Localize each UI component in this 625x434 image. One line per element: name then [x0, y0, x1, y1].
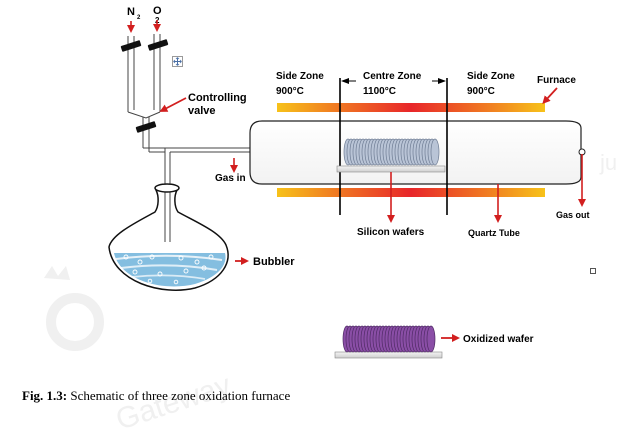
figure-caption-text: Schematic of three zone oxidation furnac… — [67, 388, 291, 403]
silicon-wafer-stack — [343, 138, 440, 166]
side-zone-left-temp: 900°C — [276, 86, 304, 97]
furnace-label: Furnace — [537, 75, 576, 86]
controlling-valve-label-line1: Controlling — [188, 92, 247, 104]
centre-zone-left-arrowhead — [341, 78, 349, 84]
silicon-wafer — [430, 138, 440, 166]
silicon-wafers-label: Silicon wafers — [357, 227, 425, 238]
heater-band-bottom — [277, 188, 545, 197]
n2-valve-icon[interactable] — [120, 40, 142, 52]
gas-in-label: Gas in — [215, 173, 246, 184]
oxidized-wafer — [426, 325, 436, 353]
furnace-arrow — [542, 87, 558, 104]
resize-handle-icon[interactable] — [590, 268, 596, 274]
heater-band-top — [277, 103, 545, 112]
oxidized-wafer-boat — [334, 351, 443, 359]
centre-zone-right-arrowhead — [438, 78, 446, 84]
figure-caption: Fig. 1.3: Schematic of three zone oxidat… — [22, 388, 290, 404]
o2-valve-icon[interactable] — [147, 39, 169, 51]
side-zone-right-temp: 900°C — [467, 86, 495, 97]
centre-zone-temp: 1100°C — [363, 86, 396, 97]
bubbler-flask — [108, 183, 229, 291]
oxidized-wafer-label: Oxidized wafer — [463, 334, 534, 345]
gas-n-subscript: 2 — [137, 15, 141, 21]
figure-number: Fig. 1.3: — [22, 388, 68, 403]
controlling-valve-label-line2: valve — [188, 105, 216, 117]
gas-out-label: Gas out — [556, 210, 590, 220]
side-zone-left-label: Side Zone — [276, 71, 324, 82]
controlling-valve-arrow — [159, 97, 187, 112]
bubbler-label: Bubbler — [253, 256, 295, 268]
oxidized-wafer-stack — [342, 325, 436, 353]
svg-text:ju: ju — [599, 150, 617, 175]
gas-n-label: N — [127, 6, 135, 18]
centre-zone-label: Centre Zone — [363, 71, 422, 82]
wafer-boat — [336, 165, 446, 173]
move-handle-icon[interactable] — [172, 56, 183, 67]
gas-o-label: O — [153, 5, 162, 17]
controlling-valve-icon[interactable] — [135, 121, 157, 133]
gas-pipes — [127, 34, 262, 242]
side-zone-right-label: Side Zone — [467, 71, 515, 82]
quartz-tube-label: Quartz Tube — [468, 228, 520, 238]
